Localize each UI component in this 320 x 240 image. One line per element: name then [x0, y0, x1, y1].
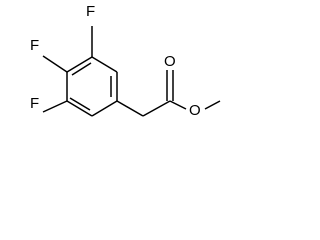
bond-ch2-carbonyl-c: [142, 100, 171, 117]
ring-bond-c4-c5-inner: [71, 62, 92, 76]
ring-bond-c2-c3-inner: [69, 97, 91, 111]
bond-ring-ch2: [116, 100, 144, 117]
atom-label-o-ester: O: [189, 102, 201, 119]
bond-c4-f-middle: [42, 55, 68, 73]
ring-bond-c1-c2: [91, 100, 118, 117]
bond-carbonyl-c-ester-o: [169, 100, 187, 110]
ring-bond-c4-c5: [66, 56, 93, 73]
ring-bond-c5-c6: [91, 56, 118, 73]
atom-label-f-top: F: [86, 3, 95, 20]
structure-diagram: F F F O O: [30, 3, 221, 119]
bond-c3-f-bottom: [42, 100, 68, 113]
bond-ester-o-methyl: [204, 100, 221, 110]
atom-label-f-bottom: F: [30, 95, 39, 112]
ring-bond-c2-c3: [66, 100, 93, 117]
benzene-ring: [66, 56, 118, 117]
atom-label-o-carbonyl: O: [164, 53, 176, 70]
atom-label-f-middle: F: [30, 37, 39, 54]
